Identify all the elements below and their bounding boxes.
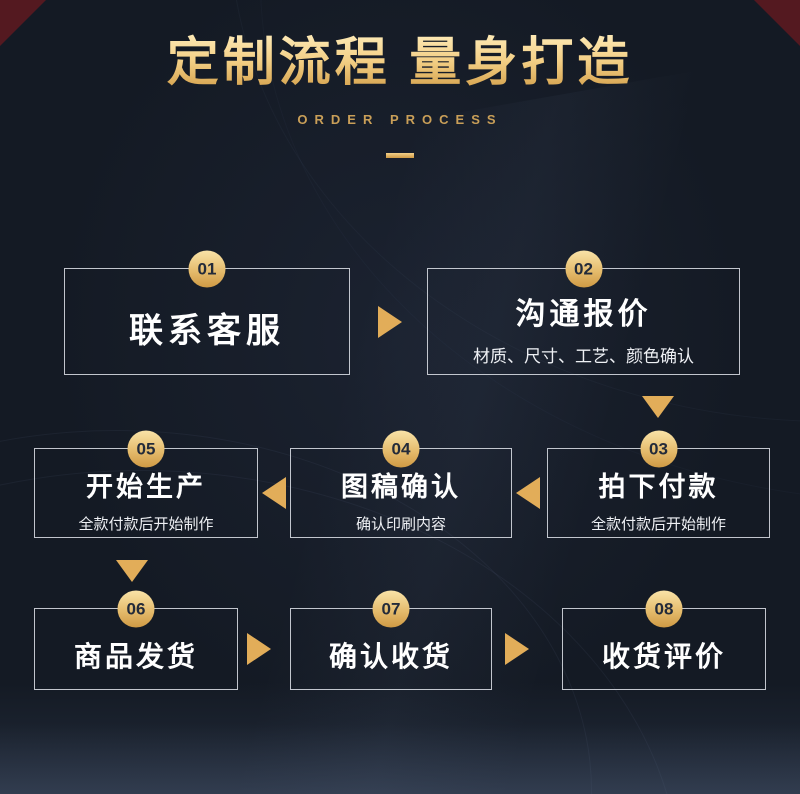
step-number-badge: 01: [188, 250, 226, 288]
step-box-06: 06 商品发货: [34, 590, 238, 690]
step-title: 拍下付款: [598, 471, 719, 502]
step-number-badge: 06: [117, 590, 155, 628]
arrow-right-icon: [505, 633, 529, 665]
arrow-left-icon: [516, 477, 540, 509]
step-number-badge: 07: [372, 590, 410, 628]
page-subtitle: ORDER PROCESS: [297, 111, 503, 127]
step-title: 开始生产: [86, 471, 206, 502]
arrow-left-icon: [262, 477, 286, 509]
step-box-04: 04 图稿确认 确认印刷内容: [290, 430, 512, 538]
step-box-02: 02 沟通报价 材质、尺寸、工艺、颜色确认: [427, 250, 740, 375]
step-subtitle: 材质、尺寸、工艺、颜色确认: [473, 346, 694, 366]
step-title: 确认收货: [328, 641, 453, 672]
step-number-badge: 03: [640, 430, 677, 468]
step-number-badge: 04: [382, 430, 420, 468]
header: 定制流程 量身打造 ORDER PROCESS: [0, 34, 800, 158]
step-box-08: 08 收货评价: [562, 590, 766, 690]
step-number-badge: 02: [565, 250, 602, 288]
step-subtitle: 确认印刷内容: [355, 515, 446, 533]
corner-accent-top-right: [754, 0, 800, 46]
step-box-03: 03 拍下付款 全款付款后开始制作: [547, 430, 770, 538]
arrow-right-icon: [247, 633, 271, 665]
page-title: 定制流程 量身打造: [0, 34, 800, 94]
bottom-gradient-band: [0, 724, 800, 794]
step-title: 收货评价: [601, 641, 726, 672]
step-number-badge: 05: [127, 430, 165, 468]
step-title: 图稿确认: [341, 471, 461, 502]
arrow-right-icon: [378, 306, 402, 338]
divider-dash: [386, 152, 414, 158]
step-subtitle: 全款付款后开始制作: [78, 515, 214, 533]
step-title: 联系客服: [129, 312, 285, 350]
step-subtitle: 全款付款后开始制作: [590, 515, 726, 533]
arrow-down-icon: [642, 396, 674, 418]
step-title: 商品发货: [73, 641, 198, 672]
step-box-07: 07 确认收货: [290, 590, 492, 690]
step-box-05: 05 开始生产 全款付款后开始制作: [34, 430, 258, 538]
step-box-01: 01 联系客服: [64, 250, 350, 375]
step-number-badge: 08: [645, 590, 683, 628]
corner-accent-top-left: [0, 0, 46, 46]
arrow-down-icon: [116, 560, 148, 582]
step-title: 沟通报价: [515, 297, 652, 331]
